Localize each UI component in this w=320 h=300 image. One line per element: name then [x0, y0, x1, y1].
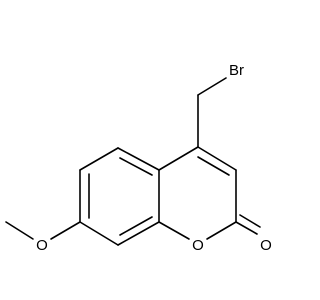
methoxy-oxygen-atom-label: O — [36, 237, 48, 254]
carbonyl-oxygen-atom-label: O — [260, 237, 272, 254]
bromine-atom-label: Br — [229, 62, 244, 79]
bond-c4-c3 — [197, 146, 237, 171]
bond-c4-c3-inner — [197, 156, 230, 176]
bond-c2-carbonyl-oxygen-double — [239, 214, 261, 228]
bond-c4a-c4 — [158, 146, 199, 171]
bond-ch2-br — [197, 77, 227, 96]
bond-c6-c5 — [79, 147, 119, 171]
bond-c7-methoxy-oxygen — [50, 221, 81, 240]
bond-c5-c4a-inner — [119, 157, 153, 176]
bond-c8a-c8 — [117, 221, 160, 246]
chemical-structure-diagram: Br O O O — [5, 62, 272, 254]
bond-c2-o1 — [206, 221, 237, 240]
bond-c5-c4a — [117, 147, 160, 171]
bond-c2-carbonyl-oxygen — [235, 221, 258, 235]
ring-oxygen-atom-label: O — [192, 237, 204, 254]
bond-methoxy-oxygen-ch3 — [5, 221, 34, 240]
bond-c8a-c8-inner — [119, 216, 153, 236]
bond-c8-c7 — [79, 221, 119, 246]
bond-o1-c8a — [158, 221, 190, 240]
